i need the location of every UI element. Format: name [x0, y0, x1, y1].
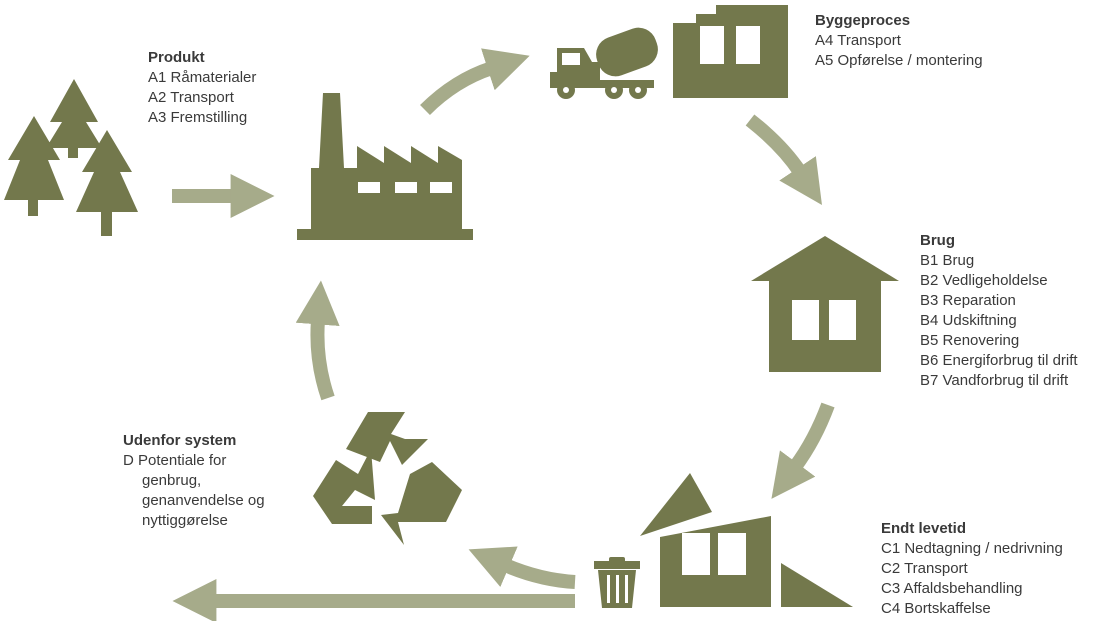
stage-use-line: B6 Energiforbrug til drift — [920, 352, 1078, 369]
trash-can-icon — [594, 557, 640, 608]
stage-end-of-life: Endt levetid C1 Nedtagning / nedrivning … — [881, 519, 1063, 619]
stage-use-line: B2 Vedligeholdelse — [920, 272, 1048, 289]
stage-end-of-life-line: C3 Affaldsbehandling — [881, 580, 1023, 597]
stage-construction: Byggeproces A4 Transport A5 Opførelse / … — [815, 11, 983, 71]
stage-use-line: B7 Vandforbrug til drift — [920, 372, 1069, 389]
stage-product-line: A2 Transport — [148, 89, 234, 106]
arrow-recycle-to-factory — [295, 280, 340, 401]
stage-product-line: A1 Råmaterialer — [148, 69, 257, 86]
stage-outside-line: D Potentiale for — [123, 452, 227, 469]
trees-icon — [4, 79, 138, 236]
stage-end-of-life-title: Endt levetid — [881, 520, 967, 537]
flow-arrows — [172, 48, 835, 621]
house-icon — [751, 236, 899, 372]
stage-use-line: B3 Reparation — [920, 292, 1016, 309]
building-icon — [673, 5, 788, 98]
demolished-house-icon — [640, 473, 853, 607]
recycle-icon — [313, 412, 462, 545]
stage-construction-line: A4 Transport — [815, 32, 901, 49]
arrow-demolition-to-recycle — [468, 546, 576, 589]
stage-outside-line: genanvendelse og — [142, 492, 265, 509]
cement-truck-icon — [550, 27, 658, 99]
stage-construction-line: A5 Opførelse / montering — [815, 52, 983, 69]
stage-use-line: B4 Udskiftning — [920, 312, 1017, 329]
stage-outside-line: genbrug, — [142, 472, 202, 489]
stage-outside-title: Udenfor system — [123, 432, 237, 449]
stage-product-title: Produkt — [148, 49, 205, 66]
stage-outside-system: Udenfor system D Potentiale for genbrug,… — [123, 431, 265, 531]
stage-product: Produkt A1 Råmaterialer A2 Transport A3 … — [148, 48, 256, 128]
stage-end-of-life-line: C2 Transport — [881, 560, 968, 577]
arrow-building-to-house — [745, 114, 822, 205]
stage-outside-line: nyttiggørelse — [142, 512, 228, 529]
stage-construction-title: Byggeproces — [815, 12, 911, 29]
factory-icon — [297, 93, 473, 240]
stage-end-of-life-line: C4 Bortskaffelse — [881, 600, 991, 617]
stage-end-of-life-line: C1 Nedtagning / nedrivning — [881, 540, 1063, 557]
stage-use: Brug B1 Brug B2 Vedligeholdelse B3 Repar… — [920, 231, 1078, 391]
arrow-house-to-demolition — [771, 402, 835, 499]
stage-use-title: Brug — [920, 232, 955, 249]
stage-use-line: B5 Renovering — [920, 332, 1020, 349]
stage-use-line: B1 Brug — [920, 252, 975, 269]
stage-product-line: A3 Fremstilling — [148, 109, 248, 126]
arrow-factory-to-truck — [420, 48, 530, 116]
